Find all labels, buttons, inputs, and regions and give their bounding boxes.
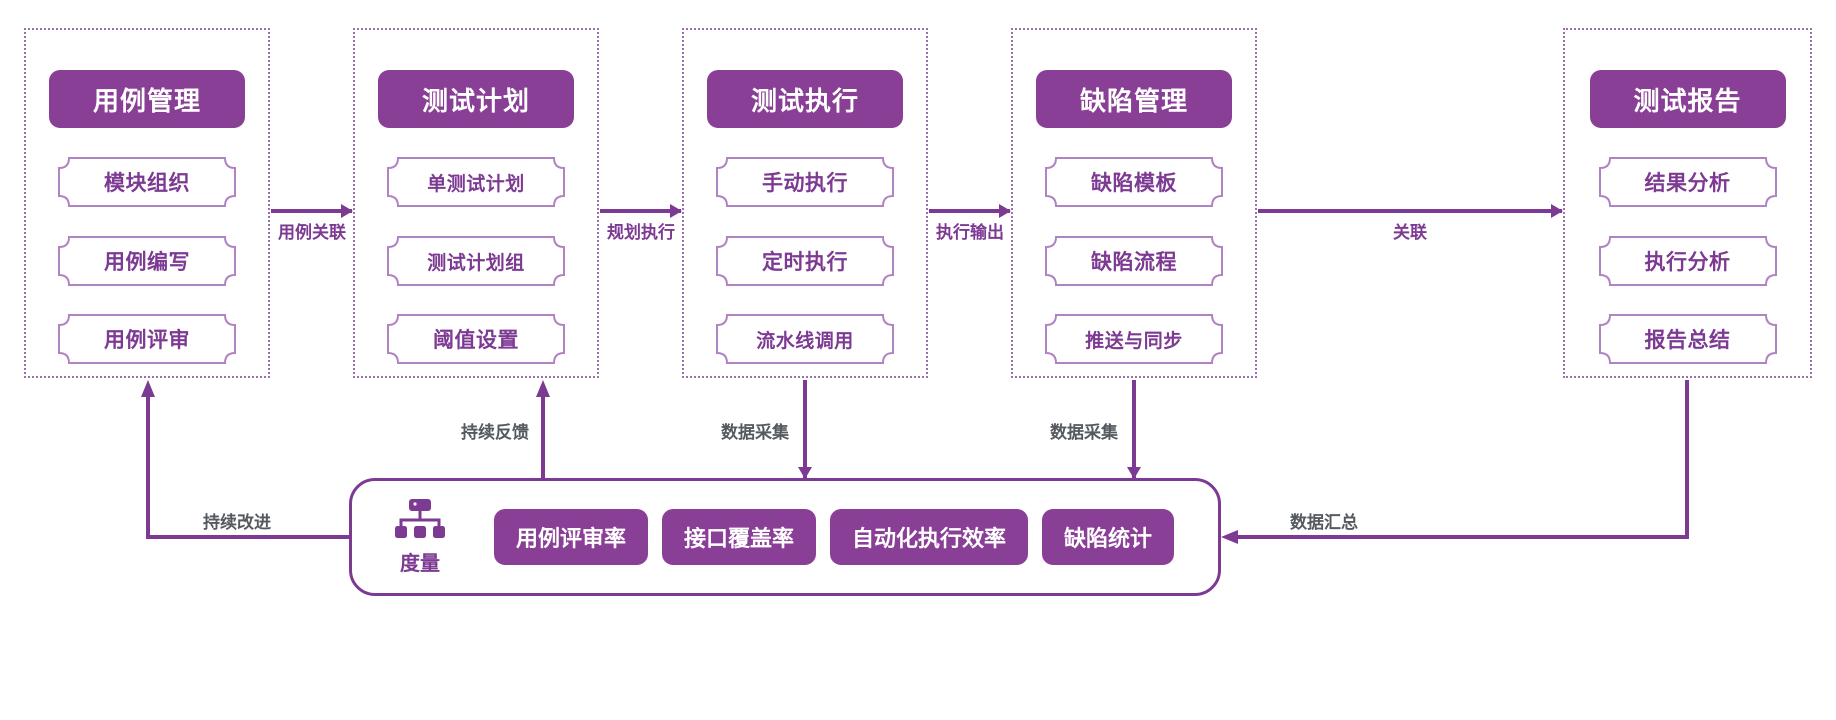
stage-item-4-3[interactable]: 推送与同步: [1045, 314, 1223, 364]
metric-pill-3[interactable]: 自动化执行效率: [830, 509, 1029, 565]
stage-item-label: 模块组织: [104, 172, 190, 195]
stage-item-label: 手动执行: [762, 172, 848, 195]
collect-label-exec: 数据采集: [721, 423, 789, 442]
collect-label-defect: 数据采集: [1050, 423, 1118, 442]
stage-item-label: 测试计划组: [427, 252, 525, 274]
stage-item-1-1[interactable]: 模块组织: [58, 157, 236, 207]
stage-item-5-1[interactable]: 结果分析: [1598, 157, 1777, 207]
flow-label-2: 规划执行: [607, 223, 675, 242]
flow-label-4: 关联: [1393, 223, 1427, 242]
stage-item-label: 缺陷流程: [1091, 251, 1177, 274]
stage-item-label: 结果分析: [1644, 172, 1731, 195]
stage-item-label: 用例评审: [104, 329, 190, 352]
stage-title-4: 缺陷管理: [1036, 70, 1232, 128]
stage-item-label: 单测试计划: [427, 173, 525, 195]
stage-group-4[interactable]: 缺陷管理 缺陷模板 缺陷流程 推送与同步: [1011, 28, 1257, 378]
stage-title-5: 测试报告: [1589, 70, 1786, 128]
stage-item-label: 用例编写: [104, 251, 190, 274]
aggregate-label: 数据汇总: [1290, 513, 1358, 532]
stage-item-label: 定时执行: [762, 251, 848, 274]
stage-item-5-3[interactable]: 报告总结: [1598, 314, 1777, 364]
metric-pill-1[interactable]: 用例评审率: [494, 509, 649, 565]
flow-label-3: 执行输出: [936, 223, 1004, 242]
stage-item-2-2[interactable]: 测试计划组: [387, 236, 565, 286]
flow-arrow-1: [271, 209, 352, 213]
flow-arrow-3: [929, 209, 1010, 213]
stage-item-label: 阈值设置: [433, 329, 519, 352]
stage-group-3[interactable]: 测试执行 手动执行 定时执行 流水线调用: [682, 28, 928, 378]
stage-item-label: 报告总结: [1644, 329, 1731, 352]
stage-item-1-2[interactable]: 用例编写: [58, 236, 236, 286]
stage-item-2-1[interactable]: 单测试计划: [387, 157, 565, 207]
stage-item-label: 流水线调用: [756, 330, 854, 352]
metric-pill-4[interactable]: 缺陷统计: [1042, 509, 1175, 565]
collect-arrow-exec: [803, 380, 807, 478]
flow-arrow-4: [1258, 209, 1562, 213]
stage-item-5-2[interactable]: 执行分析: [1598, 236, 1777, 286]
stage-group-2[interactable]: 测试计划 单测试计划 测试计划组 阈值设置: [353, 28, 599, 378]
stage-item-label: 缺陷模板: [1091, 172, 1177, 195]
stage-item-label: 执行分析: [1644, 251, 1731, 274]
improve-label: 持续改进: [203, 513, 271, 532]
metrics-identity: 度量: [374, 498, 466, 576]
stage-title-1: 用例管理: [49, 70, 245, 128]
stage-item-3-1[interactable]: 手动执行: [716, 157, 894, 207]
stage-item-4-2[interactable]: 缺陷流程: [1045, 236, 1223, 286]
stage-item-3-3[interactable]: 流水线调用: [716, 314, 894, 364]
stage-group-5[interactable]: 测试报告 结果分析 执行分析 报告总结: [1563, 28, 1812, 378]
flow-arrow-2: [600, 209, 681, 213]
stage-item-3-2[interactable]: 定时执行: [716, 236, 894, 286]
metric-pill-2[interactable]: 接口覆盖率: [662, 509, 817, 565]
stage-item-2-3[interactable]: 阈值设置: [387, 314, 565, 364]
stage-item-label: 推送与同步: [1085, 330, 1183, 352]
collect-arrow-defect: [1132, 380, 1136, 478]
flow-label-1: 用例关联: [278, 223, 346, 242]
stage-item-4-1[interactable]: 缺陷模板: [1045, 157, 1223, 207]
stage-title-2: 测试计划: [378, 70, 574, 128]
stage-title-3: 测试执行: [707, 70, 903, 128]
feedback-label-plan: 持续反馈: [461, 423, 529, 442]
stage-item-1-3[interactable]: 用例评审: [58, 314, 236, 364]
stage-group-1[interactable]: 用例管理 模块组织 用例编写 用例评审: [24, 28, 270, 378]
hierarchy-icon: [395, 499, 445, 538]
metrics-bar[interactable]: 度量 用例评审率 接口覆盖率 自动化执行效率 缺陷统计: [349, 478, 1221, 596]
metrics-caption: 度量: [400, 553, 440, 575]
